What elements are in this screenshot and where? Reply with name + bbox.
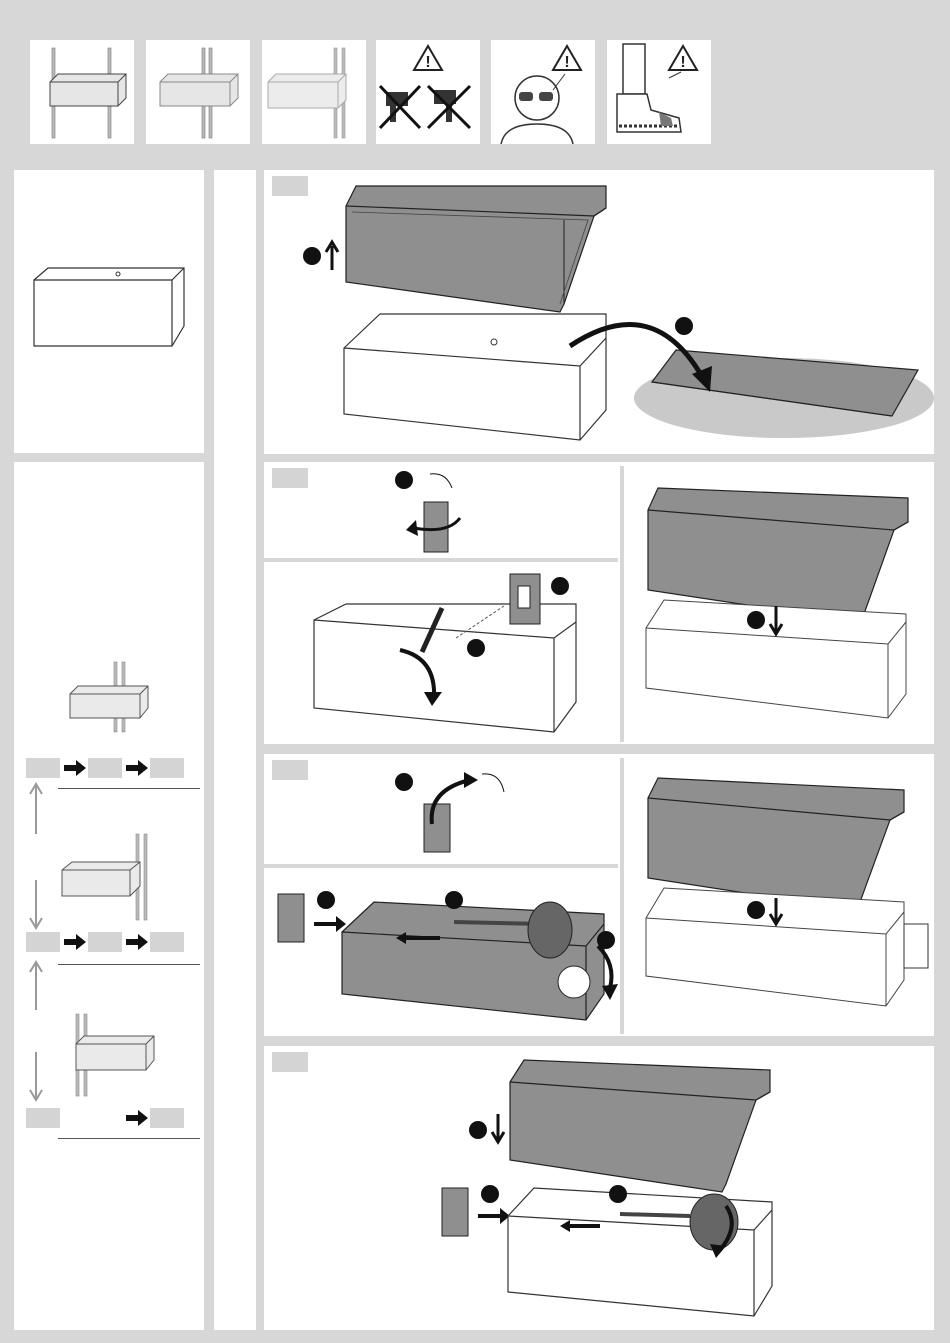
sequence-center-tile-2 <box>88 758 122 778</box>
step-3-panel <box>264 754 934 1036</box>
step-1-panel <box>264 170 934 454</box>
step-2-illustration <box>264 462 934 744</box>
sequence-center-divider <box>58 788 200 789</box>
box-on-left-rail-icon <box>262 40 366 144</box>
middle-strip <box>214 170 256 1330</box>
sequence-right-tile-2 <box>88 932 122 952</box>
step-2-panel <box>264 462 934 744</box>
box-on-center-rail-icon <box>30 40 134 144</box>
step-4-illustration <box>264 1046 934 1330</box>
sequence-right-tile-3 <box>150 932 184 952</box>
box-on-center-rail-illustration <box>14 462 204 1330</box>
arrow-right-icon <box>124 932 150 952</box>
arrow-right-icon <box>62 932 88 952</box>
icon-tile-center-rail <box>30 40 134 144</box>
sequence-left-divider <box>58 1138 200 1139</box>
step-3-illustration <box>264 754 934 1036</box>
sequence-right-divider <box>58 964 200 965</box>
box-on-right-rail-icon <box>146 40 250 144</box>
icon-tile-safety-glasses: ! <box>491 40 595 144</box>
svg-text:!: ! <box>564 54 569 71</box>
step-1-illustration <box>264 170 934 454</box>
left-overview-panel <box>14 170 204 453</box>
icon-tile-no-power-tools: ! <box>376 40 480 144</box>
wear-safety-glasses-icon: ! <box>491 40 595 144</box>
svg-text:!: ! <box>680 54 685 71</box>
sequence-left-tile-1 <box>26 1108 60 1128</box>
arrow-right-icon <box>124 1108 150 1128</box>
sequence-center-tile-1 <box>26 758 60 778</box>
wear-safety-shoes-icon: ! <box>607 40 711 144</box>
icon-tile-left-rail <box>262 40 366 144</box>
sequence-right-tile-1 <box>26 932 60 952</box>
arrow-right-icon <box>62 758 88 778</box>
no-power-tools-warning-icon: ! <box>376 40 480 144</box>
arrow-right-icon <box>124 758 150 778</box>
left-sequence-panel <box>14 462 204 1330</box>
sequence-center-tile-3 <box>150 758 184 778</box>
step-4-panel <box>264 1046 934 1330</box>
sequence-left-tile-2 <box>150 1108 184 1128</box>
svg-text:!: ! <box>425 54 430 71</box>
icon-tile-right-rail <box>146 40 250 144</box>
icon-tile-safety-shoes: ! <box>607 40 711 144</box>
box-overview-illustration <box>14 170 204 453</box>
